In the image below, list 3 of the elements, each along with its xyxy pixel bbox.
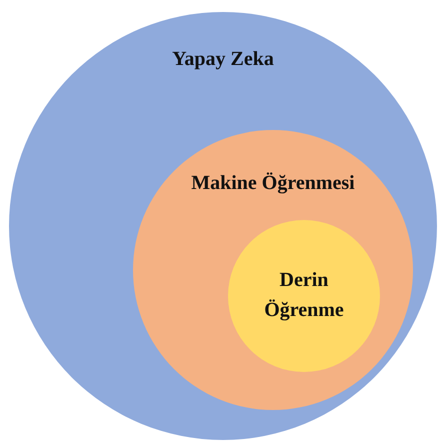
circle-label: Makine Öğrenmesi: [190, 171, 356, 196]
circle-label: Yapay Zeka: [171, 47, 275, 72]
circle-label: Derin Öğrenme: [263, 268, 345, 323]
